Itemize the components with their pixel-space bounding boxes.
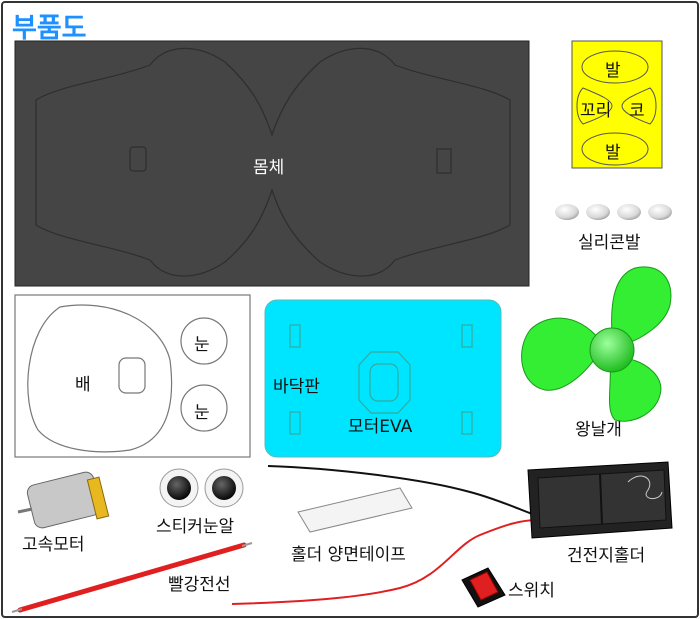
eye-top-outline (180, 317, 228, 365)
motor-eva-label: 모터EVA (348, 417, 413, 437)
tape-label: 홀더 양면테이프 (291, 545, 406, 565)
motor-label: 고속모터 (22, 535, 85, 555)
red-wire-holder (231, 519, 539, 605)
nose-label: 코 (629, 101, 645, 121)
body-slot-left (129, 146, 147, 172)
black-wire (267, 465, 539, 517)
belly-outline (27, 304, 173, 453)
foot-top-label: 발 (605, 61, 621, 81)
eye-bottom-label: 눈 (194, 403, 210, 423)
battery-holder-label: 건전지홀더 (567, 546, 646, 566)
eye-bottom-outline (180, 384, 228, 432)
body-label: 몸체 (253, 158, 285, 178)
nose-shape (621, 87, 657, 125)
red-wire-label: 빨강전선 (168, 575, 231, 595)
switch-label: 스위치 (508, 581, 555, 601)
foot-top-shape (581, 50, 649, 84)
motor-eva-outline (358, 351, 411, 414)
body-cut-outline (35, 47, 511, 277)
belly-label: 배 (75, 375, 91, 395)
sticker-eyes-label: 스티커눈알 (156, 517, 235, 537)
silicone-feet-label: 실리콘발 (578, 233, 641, 253)
tail-shape (576, 87, 613, 125)
base-label: 바닥판 (273, 377, 320, 397)
eye-top-label: 눈 (194, 335, 210, 355)
tail-label: 꼬리 (580, 101, 612, 121)
page-title: 부품도 (12, 13, 87, 44)
propeller-label: 왕날개 (575, 420, 622, 440)
foot-bottom-shape (581, 132, 649, 166)
red-wire (17, 542, 247, 613)
belly-slot (118, 357, 146, 394)
foot-bottom-label: 발 (605, 143, 621, 163)
body-slot-right (436, 148, 452, 174)
